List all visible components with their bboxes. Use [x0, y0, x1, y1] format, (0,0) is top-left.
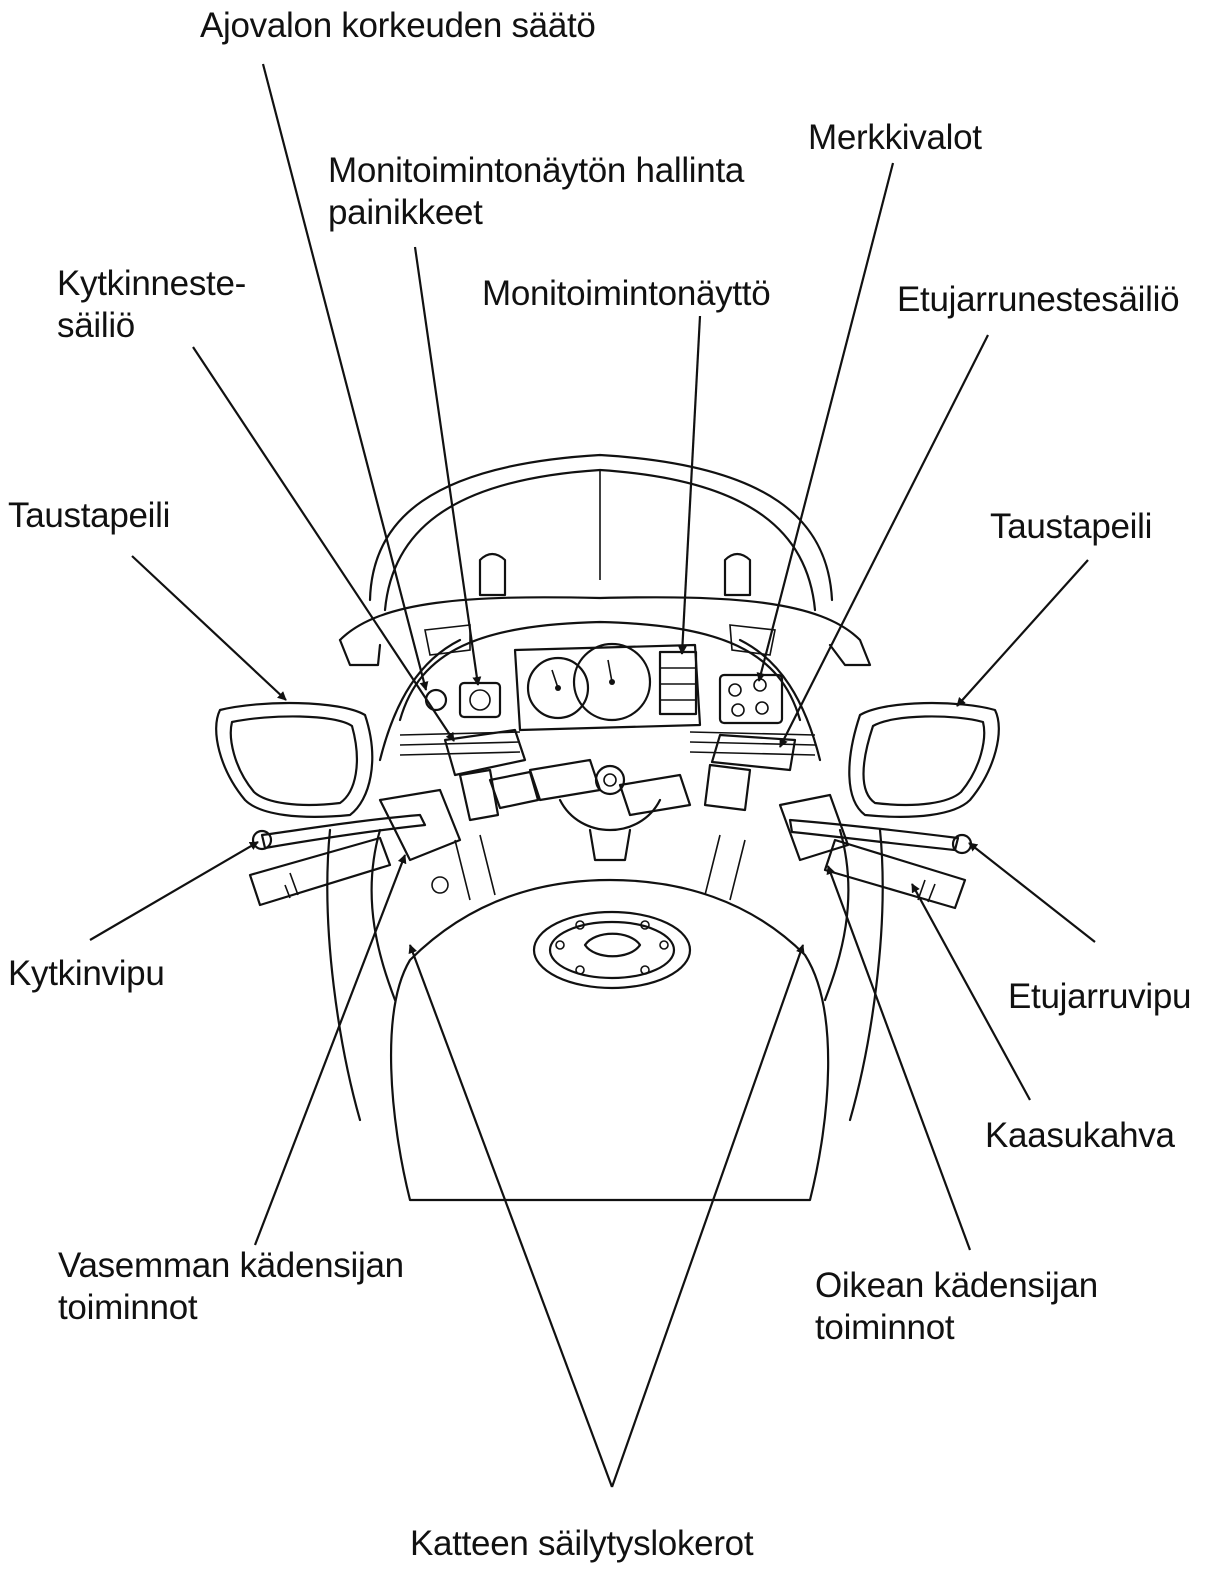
label-indicators: Merkkivalot [808, 117, 982, 159]
leader-cowl-pocket-right [612, 945, 803, 1487]
label-mid-display-text: Monitoimintonäyttö [482, 273, 770, 315]
label-clutch-reservoir: Kytkinneste- säiliö [57, 263, 246, 347]
label-clutch-lever: Kytkinvipu [8, 953, 165, 995]
label-mirror-left-text: Taustapeili [8, 495, 170, 537]
leader-mid-buttons [415, 247, 478, 685]
mirror-right-shape [849, 703, 999, 817]
label-clutch-reservoir-line1: Kytkinneste- [57, 263, 246, 305]
leader-clutch-lever [90, 842, 258, 940]
label-right-handlebar-line2: toiminnot [815, 1307, 1098, 1349]
label-cowl-pockets-text: Katteen säilytyslokerot [410, 1523, 753, 1565]
leader-mirror-left [132, 556, 286, 700]
handlebars [250, 730, 971, 908]
leader-right-handlebar [828, 866, 970, 1250]
label-front-brake-lever-text: Etujarruvipu [1008, 976, 1191, 1018]
label-clutch-reservoir-line2: säiliö [57, 305, 246, 347]
label-mid-buttons: Monitoimintonäytön hallinta painikkeet [328, 150, 744, 234]
label-mirror-right-text: Taustapeili [990, 506, 1152, 548]
fairing [327, 830, 882, 1120]
windscreen [370, 455, 832, 610]
leader-front-brake-reservoir [780, 335, 988, 747]
label-throttle-grip: Kaasukahva [985, 1115, 1175, 1157]
leader-cowl-pocket-left [410, 945, 612, 1487]
label-front-brake-reservoir-text: Etujarrunestesäiliö [897, 279, 1179, 321]
label-mid-buttons-line2: painikkeet [328, 192, 744, 234]
label-headlight-aim: Ajovalon korkeuden säätö [200, 5, 596, 47]
label-mirror-left: Taustapeili [8, 495, 170, 537]
label-clutch-lever-text: Kytkinvipu [8, 953, 165, 995]
label-left-handlebar: Vasemman kädensijan toiminnot [58, 1245, 404, 1329]
windscreen-posts [480, 554, 750, 595]
label-mid-display: Monitoimintonäyttö [482, 273, 770, 315]
label-right-handlebar: Oikean kädensijan toiminnot [815, 1265, 1098, 1349]
leader-mirror-right [957, 560, 1088, 706]
label-front-brake-reservoir: Etujarrunestesäiliö [897, 279, 1179, 321]
label-left-handlebar-line2: toiminnot [58, 1287, 404, 1329]
label-throttle-grip-text: Kaasukahva [985, 1115, 1175, 1157]
fuel-tank [391, 880, 828, 1200]
label-front-brake-lever: Etujarruvipu [1008, 976, 1191, 1018]
label-left-handlebar-line1: Vasemman kädensijan [58, 1245, 404, 1287]
label-mirror-right: Taustapeili [990, 506, 1152, 548]
label-right-handlebar-line1: Oikean kädensijan [815, 1265, 1098, 1307]
label-headlight-aim-text: Ajovalon korkeuden säätö [200, 5, 596, 47]
mirror-left-shape [216, 703, 372, 817]
leader-front-brake-lever [969, 843, 1095, 942]
leader-clutch-reservoir [193, 347, 454, 741]
label-indicators-text: Merkkivalot [808, 117, 982, 159]
label-cowl-pockets: Katteen säilytyslokerot [410, 1523, 753, 1565]
label-mid-buttons-line1: Monitoimintonäytön hallinta [328, 150, 744, 192]
leader-left-handlebar [255, 855, 405, 1245]
dashboard [340, 597, 870, 760]
leader-indicators [759, 163, 893, 681]
